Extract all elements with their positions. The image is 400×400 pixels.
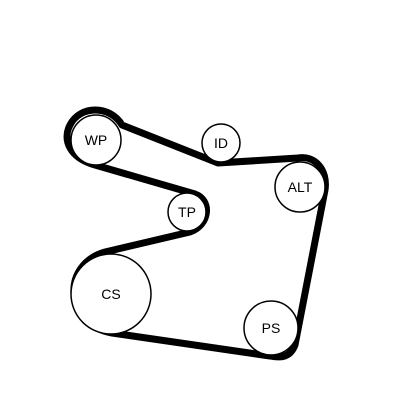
pulley-id: ID bbox=[201, 123, 241, 163]
pulley-cs-label: CS bbox=[101, 286, 120, 302]
pulley-ps-label: PS bbox=[262, 320, 281, 336]
pulley-alt: ALT bbox=[274, 161, 326, 213]
pulley-tp-circle bbox=[167, 192, 207, 232]
pulley-tp-label: TP bbox=[178, 204, 196, 220]
pulley-ps-circle bbox=[243, 300, 299, 356]
pulley-wp: WP bbox=[70, 114, 122, 166]
pulley-tp: TP bbox=[167, 192, 207, 232]
pulley-wp-label: WP bbox=[85, 132, 108, 148]
pulley-cs: CS bbox=[70, 253, 152, 335]
pulley-id-circle bbox=[201, 123, 241, 163]
pulley-id-label: ID bbox=[214, 135, 228, 151]
pulley-wp-circle bbox=[70, 114, 122, 166]
pulley-alt-circle bbox=[274, 161, 326, 213]
pulley-cs-circle bbox=[70, 253, 152, 335]
pulley-ps: PS bbox=[243, 300, 299, 356]
pulley-alt-label: ALT bbox=[288, 179, 313, 195]
